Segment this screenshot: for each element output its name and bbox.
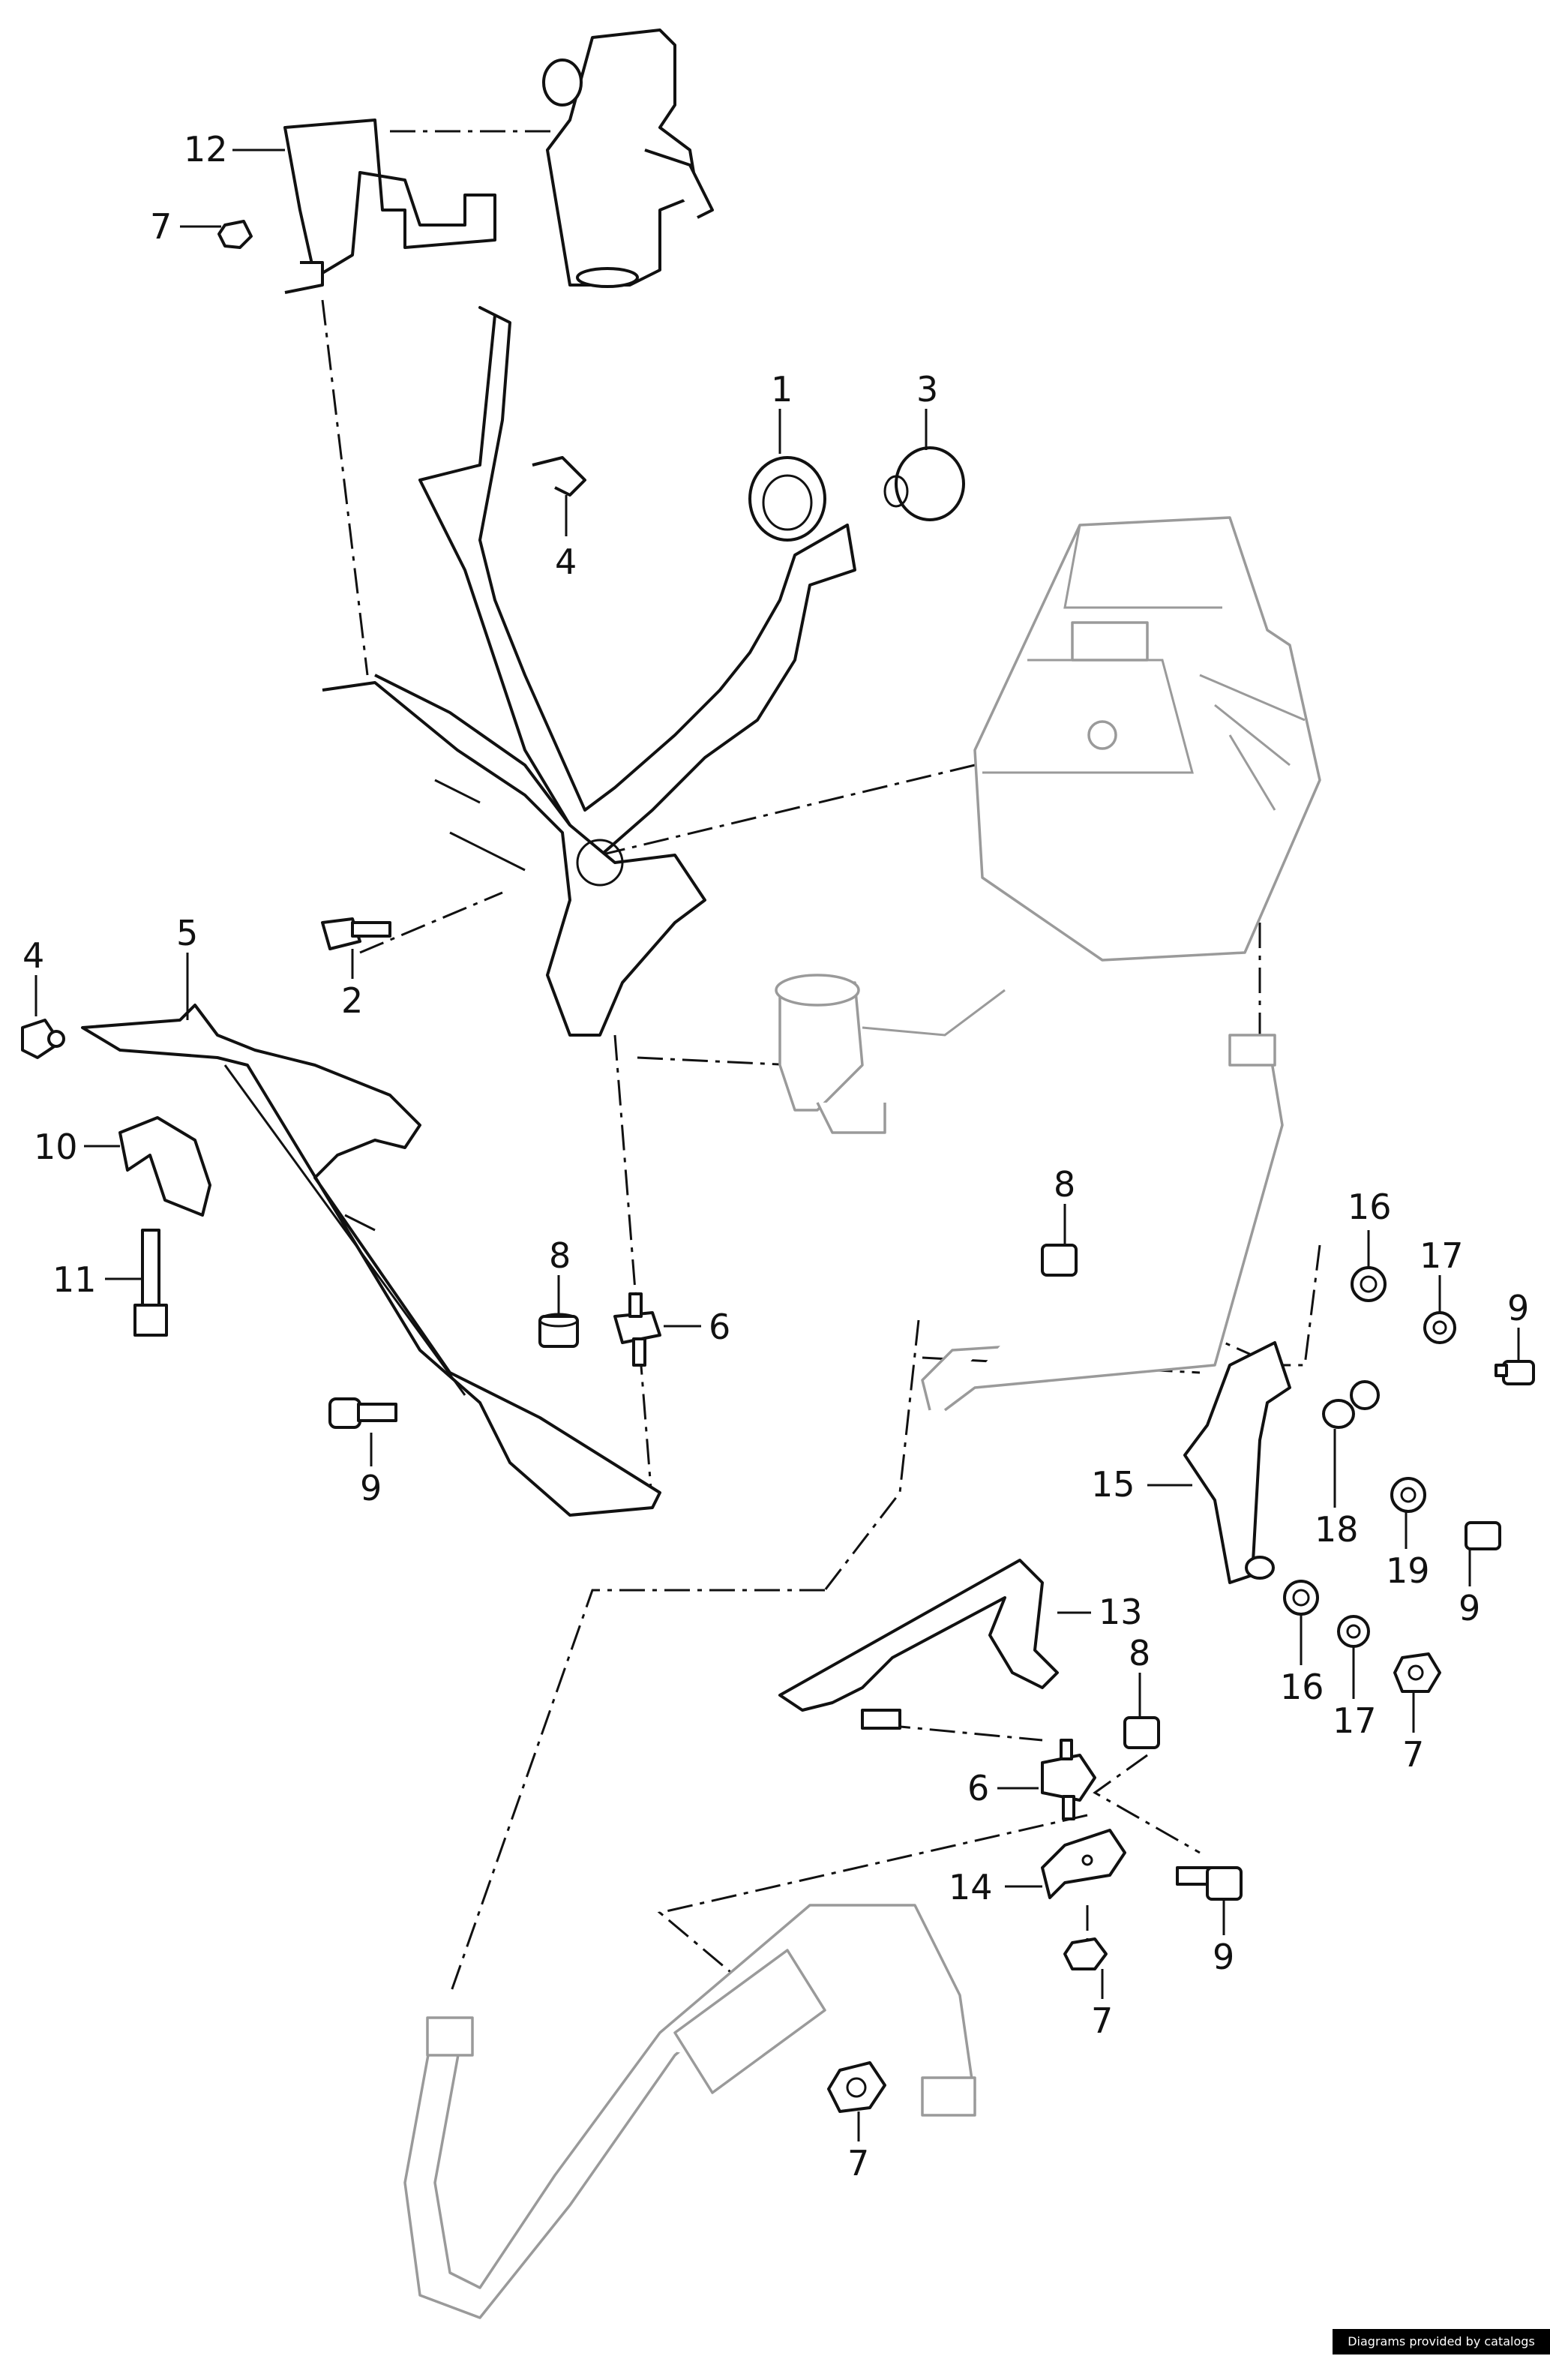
bolt-9-lower bbox=[1176, 1866, 1243, 1901]
nut-7-bottom bbox=[827, 2061, 886, 2113]
callout-17-lower: 17 bbox=[1333, 1700, 1377, 1741]
callout-1: 1 bbox=[771, 369, 793, 410]
callout-12: 12 bbox=[184, 129, 228, 170]
callout-15: 15 bbox=[1091, 1464, 1135, 1505]
nut-7-top bbox=[217, 220, 253, 249]
callout-2: 2 bbox=[341, 980, 363, 1021]
callout-labels: 12 7 1 3 4 4 5 2 10 11 8 6 9 8 16 17 9 1… bbox=[22, 129, 1529, 2183]
callout-13: 13 bbox=[1099, 1592, 1143, 1632]
exhaust-pipe bbox=[403, 1904, 976, 2319]
bracket-15 bbox=[1183, 1341, 1291, 1584]
callout-14: 14 bbox=[949, 1867, 993, 1907]
callout-8-lower: 8 bbox=[1129, 1633, 1150, 1673]
callout-7-top: 7 bbox=[150, 206, 172, 247]
spacer-8-right bbox=[1041, 1244, 1078, 1277]
callout-11: 11 bbox=[52, 1259, 97, 1300]
washer-17-upper bbox=[1423, 1311, 1456, 1344]
valve-unit bbox=[775, 974, 1006, 1134]
leader-lines bbox=[34, 149, 1520, 2141]
callout-16-upper: 16 bbox=[1348, 1187, 1392, 1227]
bracket-12 bbox=[283, 119, 496, 294]
callout-8-left: 8 bbox=[549, 1235, 571, 1276]
bracket-13 bbox=[778, 1559, 1059, 1730]
callout-3: 3 bbox=[916, 369, 938, 410]
bolt-9-left bbox=[328, 1397, 397, 1429]
callout-8-right: 8 bbox=[1054, 1164, 1075, 1205]
spacer-8-left bbox=[538, 1313, 579, 1348]
credit-badge: Diagrams provided by catalogs parts bbox=[1333, 2329, 1550, 2374]
mount-6-left bbox=[613, 1292, 661, 1367]
coolant-pipe bbox=[921, 1034, 1284, 1412]
main-bracket bbox=[322, 306, 856, 1037]
callout-7-right: 7 bbox=[1402, 1734, 1424, 1775]
callout-18: 18 bbox=[1315, 1509, 1359, 1550]
nut-7-right bbox=[1393, 1652, 1441, 1693]
heater-unit bbox=[973, 516, 1321, 962]
washer-19 bbox=[1390, 1477, 1426, 1513]
callout-16-lower: 16 bbox=[1280, 1667, 1324, 1707]
callout-4-lower: 4 bbox=[22, 935, 44, 976]
bracket-14 bbox=[1041, 1829, 1126, 1899]
callout-5: 5 bbox=[176, 913, 198, 953]
lower-bracket-5 bbox=[81, 1004, 661, 1517]
bolt-9-mid-right bbox=[1465, 1521, 1501, 1550]
callout-7-bottom: 7 bbox=[847, 2143, 869, 2183]
callout-6-left: 6 bbox=[709, 1307, 730, 1347]
callout-10: 10 bbox=[34, 1127, 78, 1167]
clip-4-upper bbox=[532, 456, 586, 497]
callout-9-left: 9 bbox=[360, 1468, 382, 1508]
bolt-9-upper-right bbox=[1495, 1360, 1535, 1385]
callout-6-right: 6 bbox=[967, 1768, 989, 1808]
callout-9-mid-right: 9 bbox=[1459, 1588, 1480, 1628]
bolt-11 bbox=[133, 1229, 168, 1337]
clip-4-lower bbox=[21, 1019, 65, 1059]
washer-17-lower bbox=[1337, 1615, 1370, 1648]
clamp-10 bbox=[118, 1116, 211, 1217]
mount-6-right bbox=[1041, 1739, 1096, 1820]
bolt-2 bbox=[321, 917, 391, 950]
callout-19: 19 bbox=[1386, 1550, 1430, 1591]
valve-12-assembly bbox=[542, 29, 714, 288]
callout-9-upper-right: 9 bbox=[1507, 1288, 1529, 1328]
ring-18 bbox=[1322, 1380, 1380, 1429]
callout-4-upper: 4 bbox=[555, 542, 577, 582]
washer-16-lower bbox=[1283, 1580, 1319, 1616]
grommet-1 bbox=[748, 456, 826, 542]
grommet-3 bbox=[883, 446, 965, 521]
callout-9-lower: 9 bbox=[1213, 1937, 1234, 1977]
spacer-8-lower bbox=[1123, 1716, 1160, 1749]
callout-17-upper: 17 bbox=[1420, 1235, 1464, 1276]
nut-7-lower bbox=[1063, 1937, 1108, 1970]
washer-16-upper bbox=[1351, 1266, 1387, 1302]
callout-7-lower: 7 bbox=[1091, 2000, 1113, 2041]
